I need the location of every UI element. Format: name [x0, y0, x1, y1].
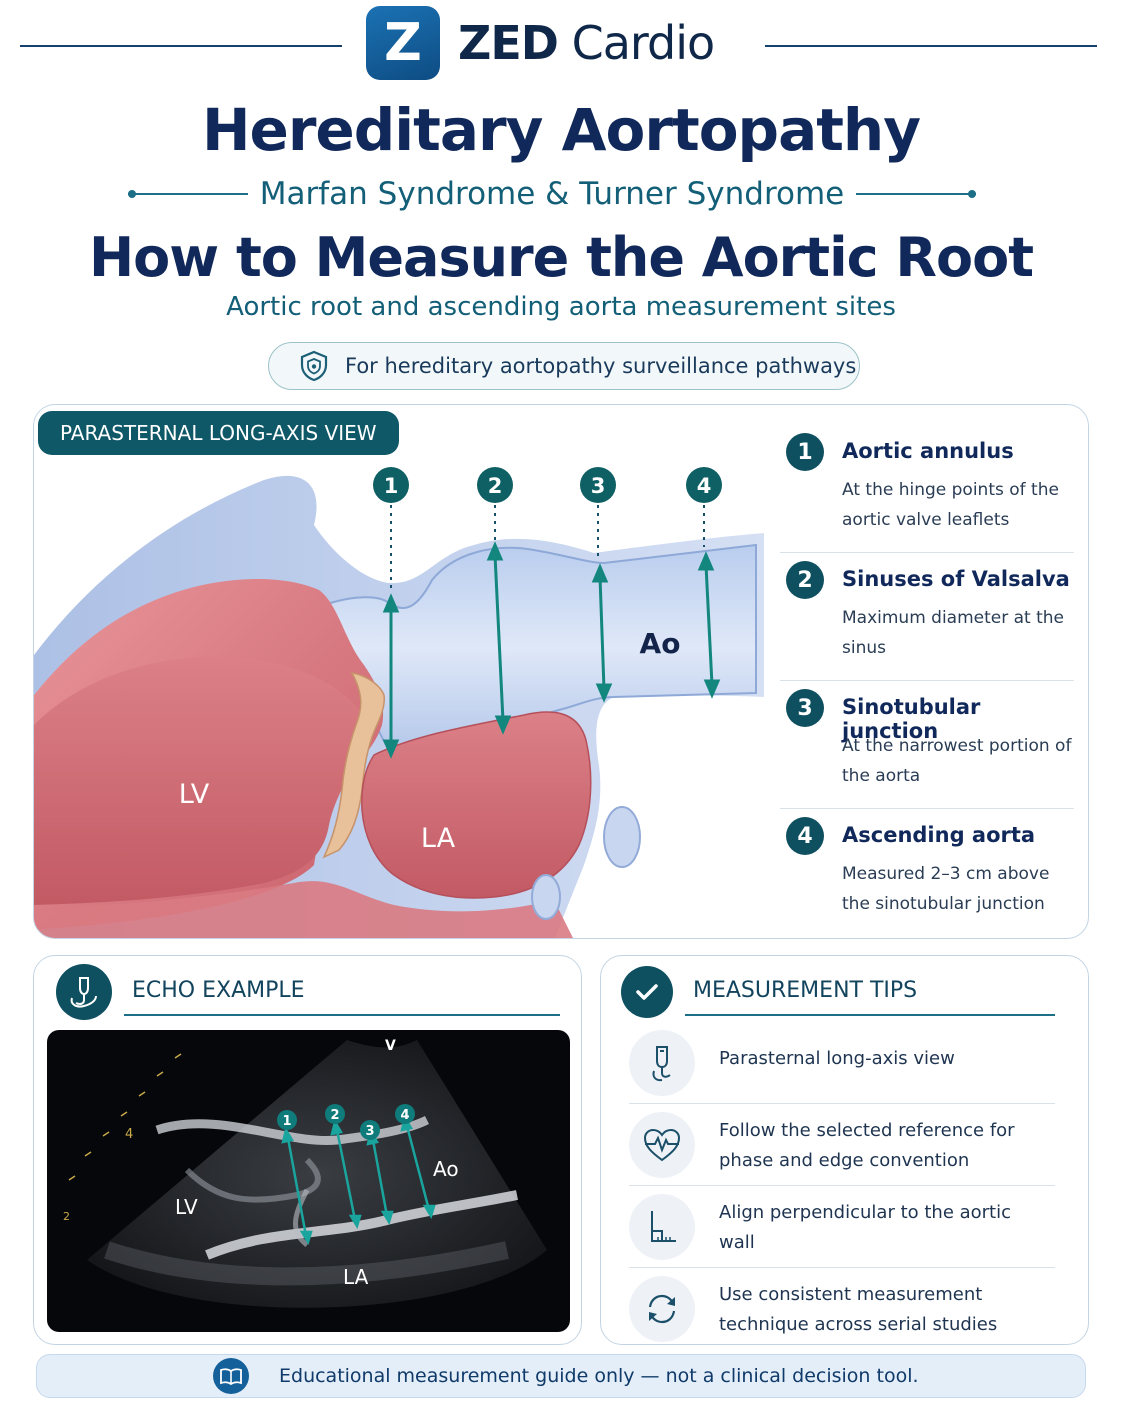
zed-logo-icon: Z: [366, 6, 440, 80]
tips-title: MEASUREMENT TIPS: [693, 978, 918, 1003]
measurement-steps: 1 Aortic annulus At the hinge points of …: [780, 425, 1074, 937]
echo-label-ao: Ao: [433, 1157, 459, 1181]
shield-icon: [300, 350, 328, 382]
measure-arrow-4: [704, 564, 714, 686]
step-item: 1 Aortic annulus At the hinge points of …: [780, 425, 1074, 553]
aortic-root-diagram: 1 2 3 4 LV LA Ao: [34, 467, 764, 938]
measure-arrow-2: [493, 554, 505, 722]
measure-arrow-3: [598, 576, 606, 690]
tips-panel: MEASUREMENT TIPS Parasternal long-axis v…: [600, 955, 1089, 1345]
echo-depth-label: 4: [125, 1127, 133, 1142]
view-label: PARASTERNAL LONG-AXIS VIEW: [38, 411, 399, 455]
step-number: 4: [786, 817, 824, 855]
pulmonary-vein: [531, 874, 561, 920]
svg-text:1: 1: [384, 474, 399, 498]
echo-label-la: LA: [343, 1265, 369, 1289]
label-la: LA: [421, 823, 456, 854]
tip-item: Use consistent measurement technique acr…: [629, 1268, 1055, 1350]
echo-marker-2: 2: [325, 1104, 345, 1124]
tip-text: Align perpendicular to the aortic wall: [719, 1202, 1012, 1253]
echo-marker-4: 4: [395, 1104, 415, 1124]
marker-1: 1: [373, 467, 409, 503]
perpendicular-icon: [629, 1194, 695, 1260]
svg-text:2: 2: [488, 474, 503, 498]
step-description: Measured 2–3 cm above the sinotubular ju…: [842, 864, 1050, 914]
echo-label-lv: LV: [175, 1195, 198, 1219]
svg-text:4: 4: [400, 1108, 409, 1123]
book-icon: [213, 1358, 249, 1394]
brand-name: ZED Cardio: [458, 16, 715, 70]
step-title: Ascending aorta: [842, 823, 1036, 847]
section-title: How to Measure the Aortic Root: [88, 226, 1034, 289]
step-number: 1: [786, 433, 824, 471]
svg-text:2: 2: [330, 1108, 339, 1123]
tip-item: Parasternal long-axis view: [629, 1022, 1055, 1104]
step-number: 2: [786, 561, 824, 599]
step-item: 2 Sinuses of Valsalva Maximum diameter a…: [780, 553, 1074, 681]
step-item: 3 Sinotubular junction At the narrowest …: [780, 681, 1074, 809]
step-item: 4 Ascending aorta Measured 2–3 cm above …: [780, 809, 1074, 937]
subtitle-row: Marfan Syndrome & Turner Syndrome: [128, 174, 977, 214]
echo-sector: 4 2 V 1: [63, 1038, 547, 1308]
step-description: At the narrowest portion of the aorta: [842, 736, 1072, 786]
pulmonary-vein: [603, 806, 641, 868]
lv-cavity: [34, 656, 368, 905]
step-description: At the hinge points of the aortic valve …: [842, 480, 1059, 530]
heart-ecg-icon: [629, 1112, 695, 1178]
step-description: Maximum diameter at the sinus: [842, 608, 1065, 658]
tagline: Aortic root and ascending aorta measurem…: [226, 292, 896, 322]
svg-text:1: 1: [282, 1114, 291, 1129]
pill-text: For hereditary aortopathy surveillance p…: [345, 354, 857, 378]
svg-text:4: 4: [697, 474, 712, 498]
disclaimer-footer: Educational measurement guide only — not…: [36, 1354, 1086, 1398]
page-title: Hereditary Aortopathy: [201, 96, 921, 164]
echo-marker-1: 1: [277, 1110, 297, 1130]
checkmark-icon: [621, 966, 673, 1018]
svg-text:3: 3: [591, 474, 606, 498]
label-lv: LV: [179, 779, 210, 810]
echo-v-label: V: [385, 1038, 396, 1054]
marker-3: 3: [580, 467, 616, 503]
tip-item: Align perpendicular to the aortic wall: [629, 1186, 1055, 1268]
probe-icon: [629, 1030, 695, 1096]
anatomy-panel: PARASTERNAL LONG-AXIS VIEW: [33, 404, 1089, 939]
step-title: Aortic annulus: [842, 439, 1014, 463]
svg-text:3: 3: [365, 1124, 374, 1139]
marker-4: 4: [686, 467, 722, 503]
disclaimer-text: Educational measurement guide only — not…: [279, 1365, 919, 1387]
marker-2: 2: [477, 467, 513, 503]
tip-text: Follow the selected reference for phase …: [719, 1120, 1015, 1171]
tip-text: Use consistent measurement technique acr…: [719, 1284, 998, 1335]
ultrasound-probe-icon: [56, 964, 112, 1020]
surveillance-pill: For hereditary aortopathy surveillance p…: [268, 342, 860, 390]
la-chamber: [361, 711, 592, 899]
tip-item: Follow the selected reference for phase …: [629, 1104, 1055, 1186]
refresh-icon: [629, 1276, 695, 1342]
tip-text: Parasternal long-axis view: [719, 1048, 955, 1069]
header-rule-left: [20, 45, 342, 47]
label-ao: Ao: [640, 627, 681, 660]
aortic-valve-tissue: [322, 672, 385, 859]
echo-title: ECHO EXAMPLE: [132, 978, 305, 1003]
echo-panel: ECHO EXAMPLE: [33, 955, 582, 1345]
header-rule-right: [765, 45, 1097, 47]
step-number: 3: [786, 689, 824, 727]
echo-marker-3: 3: [360, 1120, 380, 1140]
step-title: Sinotubular junction: [842, 695, 981, 743]
brand: Z ZED Cardio: [366, 6, 715, 80]
echo-image: 4 2 V 1: [47, 1030, 570, 1332]
page-subtitle: Marfan Syndrome & Turner Syndrome: [259, 176, 845, 212]
step-title: Sinuses of Valsalva: [842, 567, 1070, 591]
echo-scale-label: 2: [63, 1210, 70, 1223]
